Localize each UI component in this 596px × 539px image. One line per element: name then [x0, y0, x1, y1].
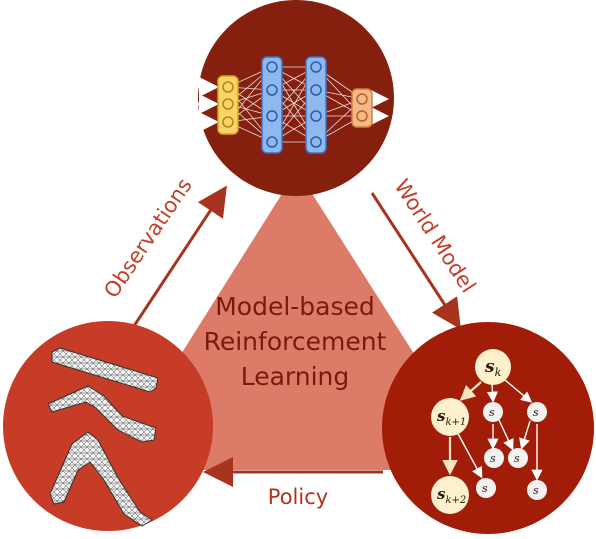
next-subscript: k+1	[445, 417, 466, 428]
tree-leaf-node	[484, 448, 504, 468]
tree-leaf-node	[483, 402, 503, 422]
center-title-line-3: Learning	[240, 362, 350, 391]
tree-leaf-node	[508, 448, 528, 468]
svg-text:sk+2: sk+2	[437, 485, 466, 506]
svg-text:sk: sk	[484, 357, 502, 379]
neural-network-node	[192, 0, 394, 196]
center-title-line-2: Reinforcement	[203, 327, 387, 356]
observations-arrow	[132, 185, 227, 327]
center-title: Model-based Reinforcement Learning	[175, 289, 415, 394]
wireframe-fold-1	[47, 385, 157, 443]
svg-text:sk+1: sk+1	[437, 407, 466, 428]
next2-subscript: k+2	[445, 495, 466, 506]
leaf-symbol: s	[533, 484, 539, 497]
tree-leaf-node	[527, 402, 547, 422]
leaf-symbol: s	[490, 452, 496, 465]
tree-leaf-node	[476, 478, 496, 498]
tree-root-node	[475, 349, 511, 385]
policy-label: Policy	[267, 485, 329, 509]
root-symbol: s	[484, 357, 495, 377]
hidden-layer-2	[305, 56, 327, 154]
next2-symbol: s	[437, 485, 446, 503]
root-subscript: k	[495, 366, 502, 379]
leaf-symbol: s	[482, 482, 488, 495]
next-symbol: s	[437, 407, 446, 425]
leaf-symbol: s	[533, 406, 539, 419]
wireframe-objects-node	[3, 321, 213, 531]
tree-leaf-node	[527, 480, 547, 500]
tree-next-node	[431, 398, 469, 436]
world-model-arrow	[370, 192, 461, 330]
wireframe-fold-2	[49, 431, 153, 527]
rollout-tree-node: sk sk+1 sk+2 s s s s s s	[382, 322, 594, 534]
tree-next2-node	[431, 476, 469, 514]
hidden-layer-1	[261, 56, 283, 154]
leaf-symbol: s	[489, 406, 495, 419]
center-title-line-1: Model-based	[215, 292, 375, 321]
wireframe-plank	[51, 347, 159, 393]
leaf-symbol: s	[514, 452, 520, 465]
